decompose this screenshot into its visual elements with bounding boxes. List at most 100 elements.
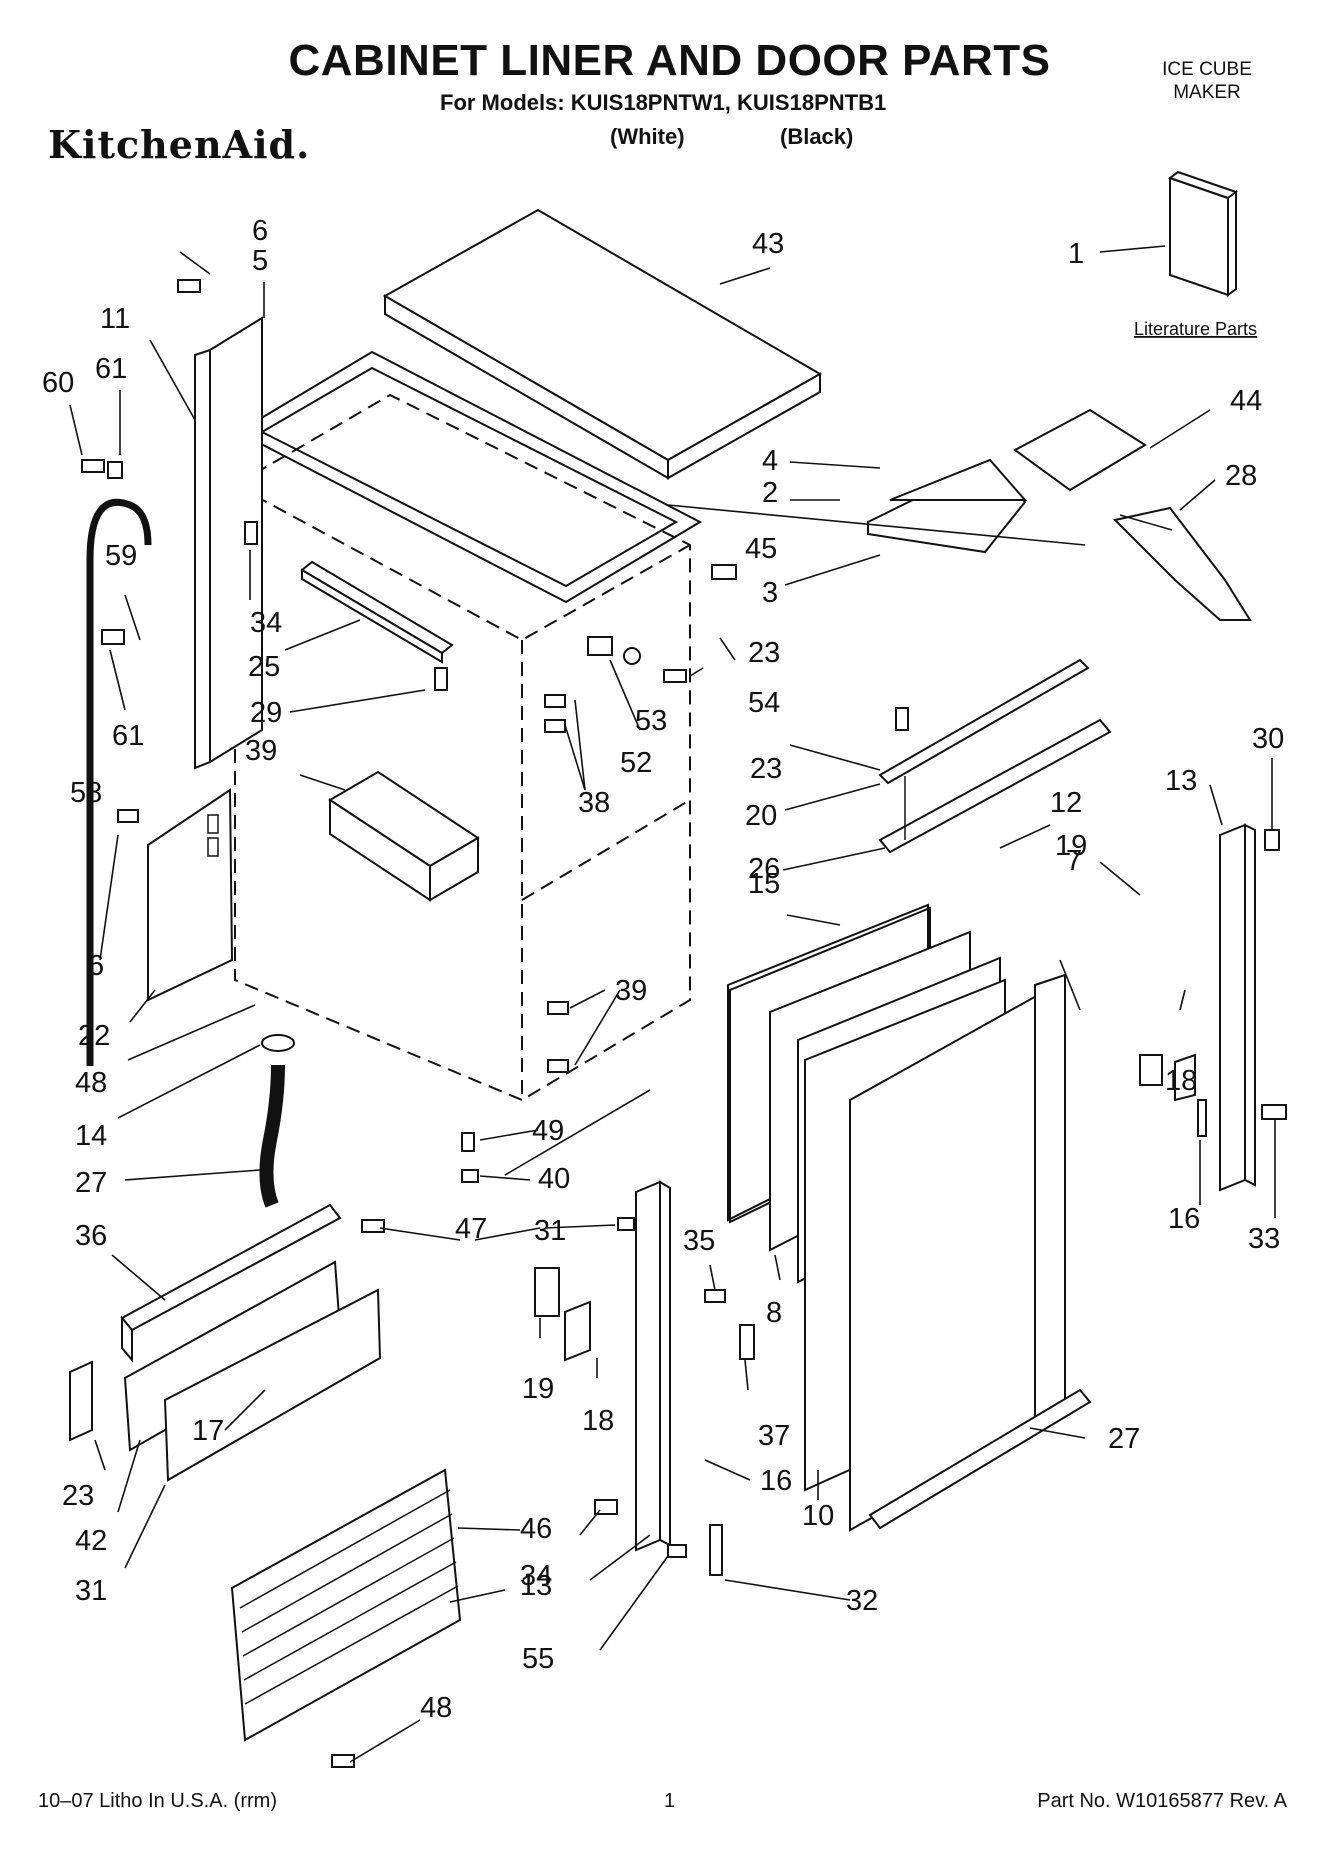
- callout-45: 44: [1230, 385, 1262, 417]
- callout-48b: 48: [420, 1692, 452, 1724]
- callout-6b: 6: [88, 950, 104, 982]
- right-hinge: [1219, 823, 1256, 1192]
- callout-20: 20: [745, 800, 777, 832]
- finish-white: (White): [610, 124, 685, 149]
- callout-16: 16: [1168, 1203, 1200, 1235]
- callout-55: 54: [748, 687, 780, 719]
- callout-13: 13: [1165, 765, 1197, 797]
- callout-62: 61: [95, 353, 127, 385]
- callout-6: 6: [252, 215, 268, 247]
- callout-60: 59: [105, 540, 137, 572]
- scoop-holder: [867, 458, 1028, 554]
- callout-19b: 19: [522, 1373, 554, 1405]
- callout-42: 40: [538, 1163, 570, 1195]
- callout-27b: 27: [1108, 1423, 1140, 1455]
- footer-print-info: 10–07 Litho In U.S.A. (rrm): [38, 1790, 277, 1812]
- callout-61: 60: [42, 367, 74, 399]
- callout-52: 49: [532, 1115, 564, 1147]
- side-panel: [194, 316, 263, 770]
- callout-23b: 23: [750, 753, 782, 785]
- drain-hose: [86, 498, 152, 1066]
- callout-28: 27: [75, 1167, 107, 1199]
- callout-32: 31: [75, 1575, 107, 1607]
- callout-19: 19: [1055, 830, 1087, 862]
- callout-44: 43: [752, 228, 784, 260]
- section-line-2: MAKER: [1173, 82, 1241, 103]
- drain-tube: [259, 1064, 285, 1208]
- left-hinge: [635, 1180, 671, 1552]
- callout-48: 47: [455, 1213, 487, 1245]
- literature-booklet: [1167, 170, 1239, 297]
- liner-rail: [300, 560, 454, 664]
- footer-part-number: Part No. W10165877 Rev. A: [1037, 1790, 1287, 1812]
- callout-37: 36: [75, 1220, 107, 1252]
- callout-34b: 34: [520, 1560, 552, 1592]
- models-line: For Models: KUIS18PNTW1, KUIS18PNTB1: [440, 90, 887, 115]
- brand-logo: KitchenAid.: [48, 122, 311, 167]
- callout-34: 33: [1248, 1223, 1280, 1255]
- callout-10: 10: [802, 1500, 834, 1532]
- hardware: [81, 279, 1287, 1768]
- callout-31b: 31: [534, 1215, 566, 1247]
- callout-13b: 13: [520, 1570, 552, 1602]
- ice-scoop: [1112, 506, 1252, 621]
- callout-18b: 18: [582, 1405, 614, 1437]
- callout-58: 55: [522, 1643, 554, 1675]
- callout-39: 38: [578, 787, 610, 819]
- callout-5: 5: [252, 245, 268, 277]
- condenser-grille: [230, 1468, 462, 1742]
- door-strip: [878, 658, 1112, 854]
- callout-15: 15: [748, 868, 780, 900]
- callout-17: 17: [192, 1415, 224, 1447]
- section-label: ICE CUBE MAKER: [1127, 58, 1287, 104]
- callout-4: 4: [762, 445, 778, 477]
- callout-43: 42: [75, 1525, 107, 1557]
- callout-11: 11: [100, 303, 130, 335]
- literature-label: Literature Parts: [1134, 319, 1257, 339]
- footer-page-number: 1: [663, 1790, 676, 1812]
- callout-22: 22: [78, 1020, 110, 1052]
- callout-35: 34: [250, 607, 282, 639]
- callout-29: 28: [1225, 460, 1257, 492]
- callout-31: 30: [1252, 723, 1284, 755]
- toe-grille: [69, 1203, 382, 1482]
- callout-36: 35: [683, 1225, 715, 1257]
- ice-bin: [328, 770, 480, 902]
- back-panel: [147, 788, 234, 1002]
- callout-40: 39: [245, 735, 277, 767]
- callout-53: 52: [620, 747, 652, 779]
- callout-23: 23: [748, 637, 780, 669]
- callout-38: 37: [758, 1420, 790, 1452]
- callout-61b: 61: [112, 720, 144, 752]
- callout-26: 25: [248, 651, 280, 683]
- callout-46: 45: [745, 533, 777, 565]
- finish-black: (Black): [780, 124, 854, 149]
- callout-7: 7: [1066, 845, 1082, 877]
- leader-lines: [69, 245, 1276, 1763]
- bottom-trim: [868, 1388, 1092, 1530]
- callout-16b: 16: [760, 1465, 792, 1497]
- section-line-1: ICE CUBE: [1162, 59, 1252, 80]
- callout-14: 14: [75, 1120, 107, 1152]
- callout-30: 29: [250, 697, 282, 729]
- callout-3: 3: [762, 577, 778, 609]
- callout-59: 58: [70, 777, 102, 809]
- callout-47: 46: [520, 1513, 552, 1545]
- page-title: CABINET LINER AND DOOR PARTS: [288, 36, 1051, 85]
- callout-12: 12: [1050, 787, 1082, 819]
- callout-54: 53: [635, 705, 667, 737]
- top-panel: [382, 208, 823, 480]
- callout-1: 1: [1068, 238, 1084, 270]
- callout-18: 18: [1165, 1065, 1197, 1097]
- callout-33: 32: [846, 1585, 878, 1617]
- callouts: 1 2 3 4 5 6 6 7 8 10 11 12 13 13 14 15 1…: [42, 215, 1284, 1724]
- callout-27: 26: [748, 853, 780, 885]
- hose-clamp: [261, 1034, 295, 1052]
- info-card: [1013, 408, 1147, 492]
- callout-8: 8: [766, 1297, 782, 1329]
- callout-2: 2: [762, 477, 778, 509]
- callout-25: 23: [62, 1480, 94, 1512]
- callout-49: 48: [75, 1067, 107, 1099]
- callout-39b: 39: [615, 975, 647, 1007]
